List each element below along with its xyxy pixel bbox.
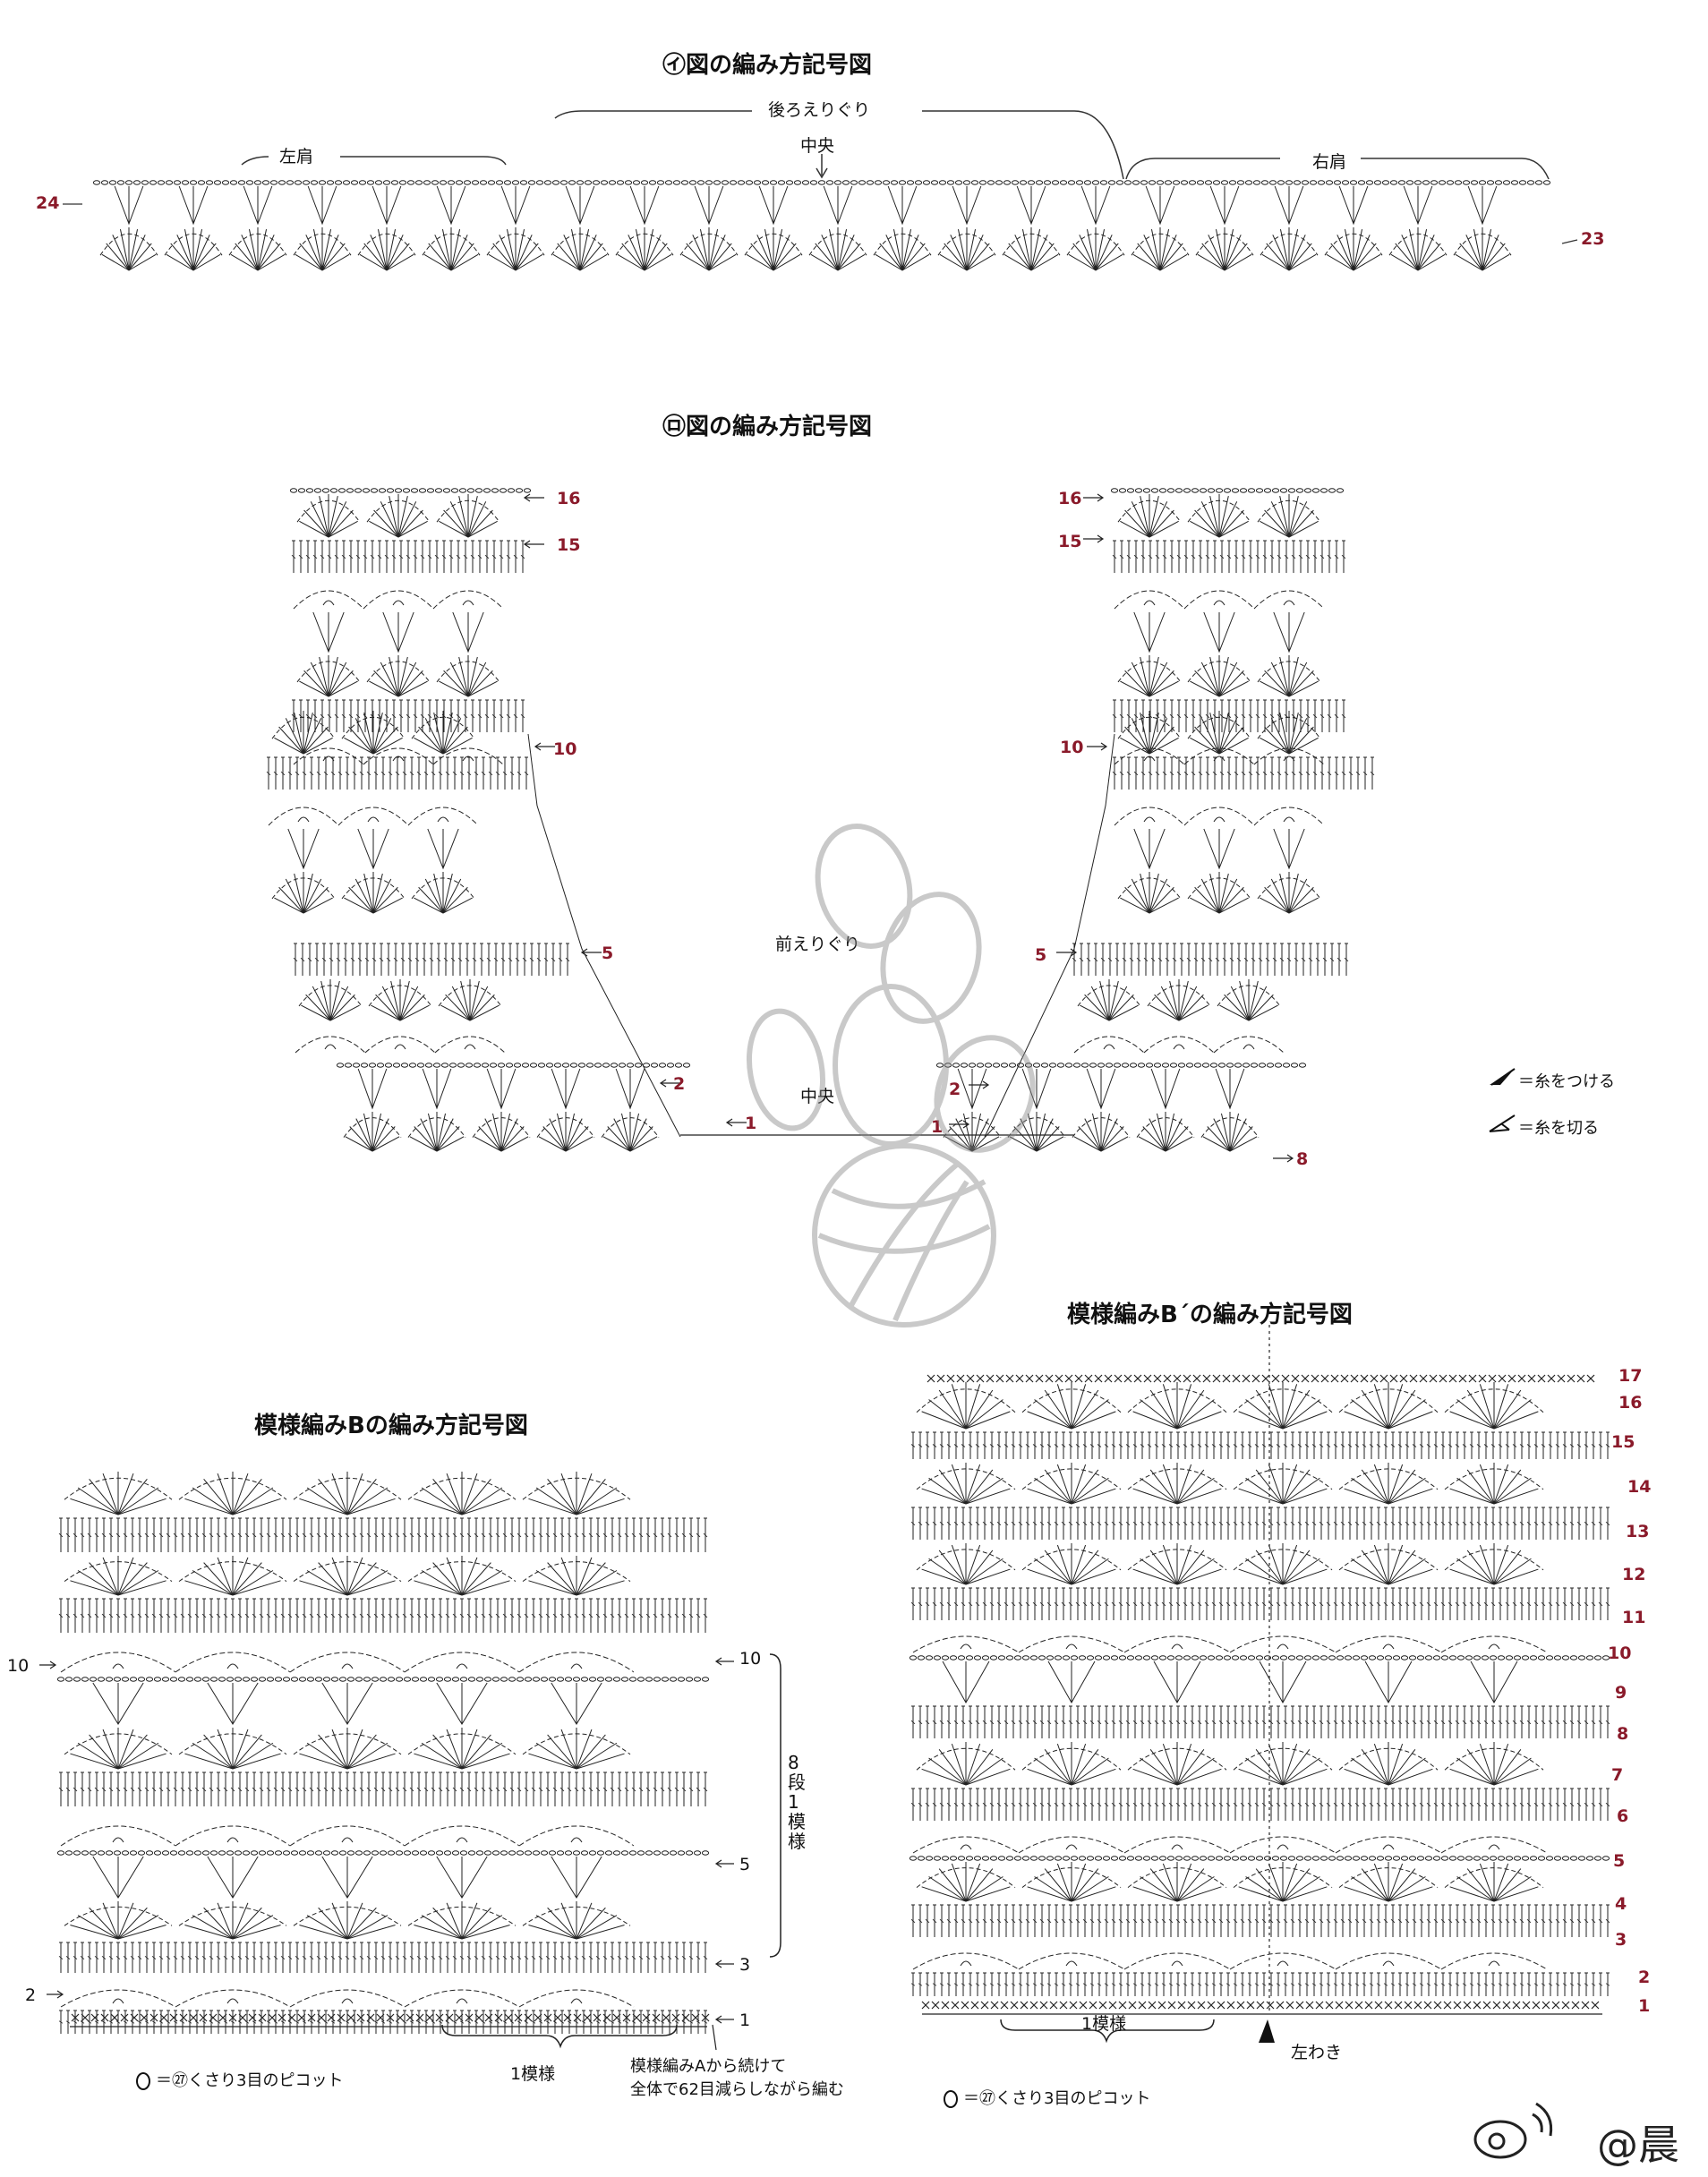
cut-yarn-icon [1489,1114,1516,1132]
b-row-3-right: 3 [739,1955,751,1975]
bp-row-14: 14 [1627,1477,1652,1497]
bp-row-13: 13 [1626,1522,1650,1541]
picot-icon [944,2090,958,2108]
ro-right-row-10: 10 [1060,738,1084,757]
cut-yarn-text: ＝糸を切る [1518,1119,1599,1138]
picot-icon [136,2072,150,2090]
bp-row-4: 4 [1615,1894,1627,1914]
bp-row-1: 1 [1638,1996,1651,2016]
diagram-i-title: ㋑図の編み方記号図 [662,52,873,79]
bp-row-10: 10 [1608,1643,1632,1663]
ro-left-row-1: 1 [745,1114,757,1133]
bp-row-5: 5 [1613,1851,1626,1871]
b-row-2-left: 2 [25,1985,37,2005]
diagram-ro-chart [266,488,1375,1163]
cactus-watermark [746,824,1036,1328]
bp-row-12: 12 [1622,1565,1646,1584]
left-shoulder-label: 左肩 [279,147,314,166]
row-23-label: 23 [1581,229,1605,249]
bp-row-7: 7 [1611,1765,1624,1785]
b-note-line1: 模様編みAから続けて [630,2057,787,2076]
b-note-line2: 全体で62目減らしながら編む [630,2080,844,2099]
bp-row-17: 17 [1618,1366,1643,1386]
bp-picot-text: ＝㉗くさり3目のピコット [963,2089,1151,2108]
attach-yarn-icon [1490,1068,1516,1086]
yarn-legend-marks [1489,1068,1516,1132]
back-neck-bracket [63,110,1578,244]
bp-one-pattern-label: 1模様 [1081,2014,1127,2034]
pattern-b-prime-title: 模様編みB´の編み方記号図 [1067,1302,1353,1328]
bp-row-6: 6 [1617,1806,1629,1826]
bp-row-15: 15 [1611,1432,1635,1452]
ro-left-row-5: 5 [602,943,614,963]
center-label-i: 中央 [800,136,835,156]
b-one-pattern-label: 1模様 [510,2064,556,2084]
b-picot-text: ＝㉗くさり3目のピコット [156,2071,344,2090]
b-repeat-rows: 8段1模様 [788,1752,806,1852]
ro-left-row-15: 15 [557,535,581,555]
row-24-label: 24 [36,193,60,213]
ro-right-row-2: 2 [949,1080,961,1099]
center-label-ro: 中央 [800,1087,835,1106]
ro-left-row-2: 2 [673,1074,686,1094]
bp-row-9: 9 [1615,1683,1627,1703]
ro-right-row-15: 15 [1058,532,1082,551]
ro-right-row-1: 1 [931,1117,944,1137]
front-neck-label: 前えりぐり [775,935,861,954]
ro-right-row-5: 5 [1035,945,1047,965]
diagram-i-chart [92,180,1551,271]
bp-row-8: 8 [1617,1724,1629,1744]
bp-row-3: 3 [1615,1930,1627,1950]
bp-row-2: 2 [1638,1968,1651,1987]
ro-left-row-10: 10 [553,739,577,759]
diagram-ro-title: ㋺図の編み方記号図 [662,414,873,440]
left-side-label: 左わき [1291,2043,1343,2062]
b-row-10-right: 10 [739,1649,762,1669]
back-neck-label: 後ろえりぐり [768,100,871,120]
bp-row-16: 16 [1618,1393,1643,1413]
attach-yarn-text: ＝糸をつける [1518,1072,1615,1091]
pattern-b-title: 模様編みBの編み方記号図 [254,1413,528,1439]
ro-right-row-16: 16 [1058,489,1082,508]
b-picot-legend: ＝㉗くさり3目のピコット [136,2068,343,2091]
b-row-5-right: 5 [739,1855,751,1874]
b-row-10-left: 10 [7,1656,30,1676]
bp-row-11: 11 [1622,1608,1646,1627]
bp-picot-legend: ＝㉗くさり3目のピコット [944,2086,1150,2109]
ro-right-row-8: 8 [1296,1149,1309,1169]
watermark-handle: @晨 [1597,2121,1679,2169]
ro-left-row-16: 16 [557,489,581,508]
b-row-1-right: 1 [739,2011,751,2030]
b-note: 模様編みAから続けて 全体で62目減らしながら編む [630,2055,844,2102]
right-shoulder-label: 右肩 [1312,152,1347,172]
